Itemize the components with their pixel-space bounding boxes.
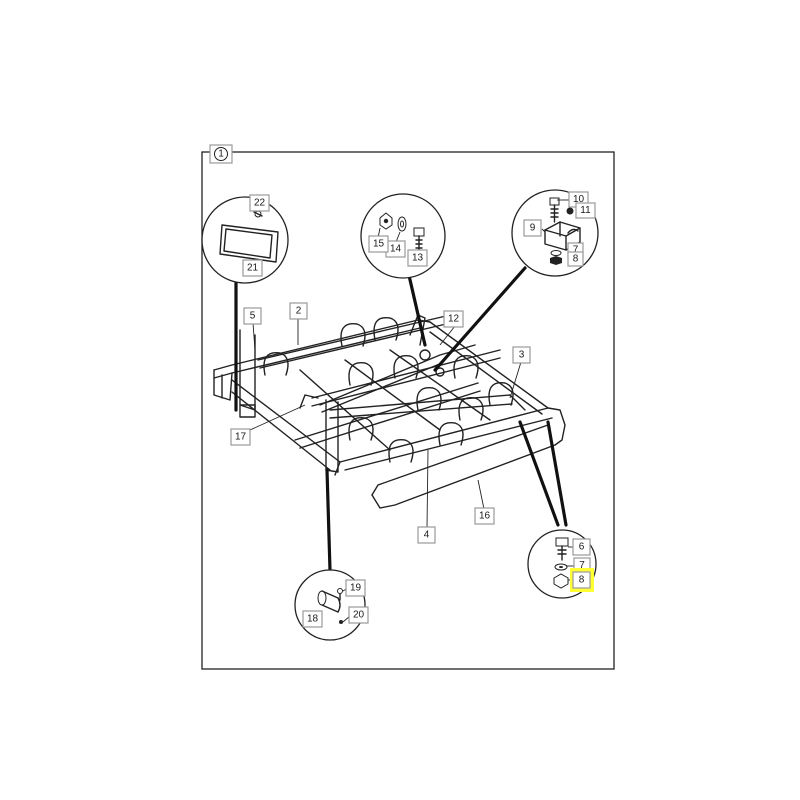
- svg-text:21: 21: [247, 263, 259, 274]
- callout-8-lower-highlighted: 8: [570, 568, 594, 592]
- figure-number-marker: 1: [209, 144, 233, 164]
- callout-6: 6: [572, 538, 591, 556]
- callout-19: 19: [345, 579, 366, 597]
- callout-4: 4: [417, 526, 436, 544]
- svg-text:18: 18: [307, 614, 319, 625]
- callout-11: 11: [575, 202, 596, 219]
- svg-text:7: 7: [573, 245, 579, 256]
- callout-3: 3: [512, 346, 531, 364]
- svg-text:16: 16: [479, 511, 491, 522]
- leader-lines: [249, 318, 522, 529]
- svg-text:15: 15: [373, 239, 385, 250]
- svg-text:19: 19: [350, 583, 362, 594]
- svg-text:14: 14: [390, 244, 402, 255]
- svg-text:2: 2: [296, 306, 302, 317]
- callout-20: 20: [348, 606, 369, 624]
- callout-8-upper: 8: [567, 251, 584, 267]
- callout-22: 22: [249, 194, 270, 212]
- inset-plate: [201, 196, 289, 284]
- svg-text:17: 17: [235, 432, 247, 443]
- svg-text:12: 12: [448, 314, 460, 325]
- svg-text:9: 9: [530, 223, 536, 234]
- callout-13: 13: [407, 249, 428, 267]
- svg-text:10: 10: [573, 194, 585, 205]
- callout-5: 5: [243, 307, 262, 325]
- callout-21: 21: [242, 259, 263, 277]
- svg-text:11: 11: [580, 205, 591, 216]
- svg-text:8: 8: [579, 575, 585, 586]
- connector-line-6b: [546, 420, 568, 527]
- callout-9: 9: [523, 219, 542, 237]
- svg-text:8: 8: [573, 254, 579, 265]
- diagram-frame: [201, 151, 615, 670]
- svg-text:4: 4: [424, 530, 430, 541]
- svg-text:20: 20: [353, 610, 365, 621]
- figure-number: 1: [218, 149, 224, 160]
- callout-2: 2: [289, 302, 308, 320]
- svg-text:22: 22: [254, 198, 266, 209]
- callout-16: 16: [474, 507, 495, 525]
- svg-text:13: 13: [412, 253, 424, 264]
- connector-line-18: [325, 468, 332, 572]
- svg-text:7: 7: [579, 560, 585, 571]
- callout-18: 18: [302, 610, 323, 628]
- svg-text:6: 6: [579, 542, 585, 553]
- frame-assembly: [213, 314, 566, 509]
- callout-12: 12: [443, 310, 464, 328]
- connector-line-9: [433, 266, 527, 372]
- callout-15: 15: [368, 235, 389, 253]
- connector-line-6a: [518, 420, 560, 527]
- callout-17: 17: [230, 428, 251, 446]
- callout-14: 14: [385, 240, 406, 258]
- svg-text:3: 3: [519, 350, 525, 361]
- svg-text:5: 5: [250, 311, 256, 322]
